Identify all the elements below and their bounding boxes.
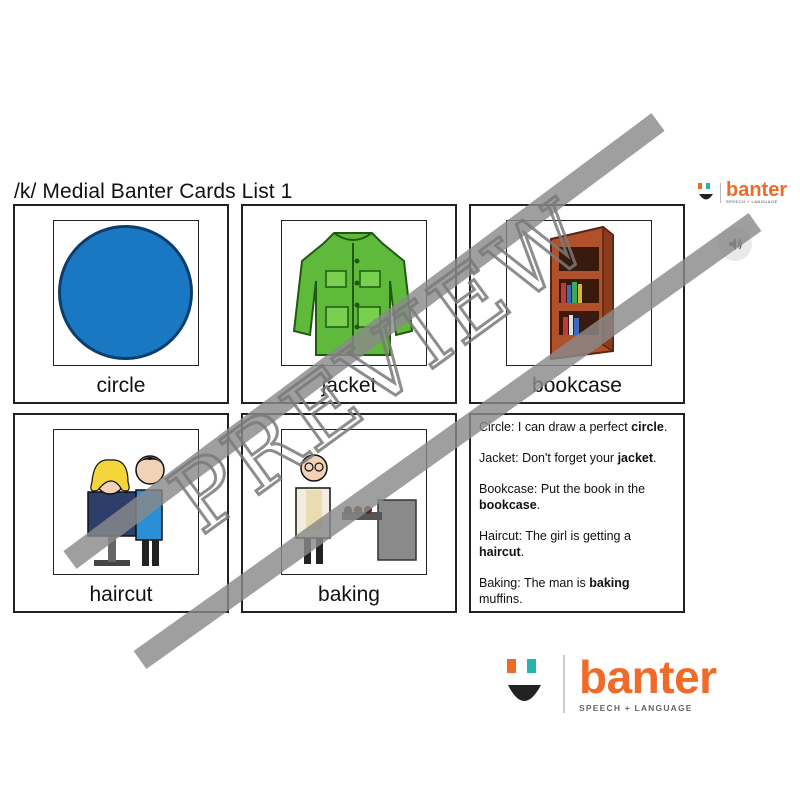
card-picture bbox=[53, 220, 199, 366]
banter-mark-icon bbox=[507, 659, 541, 701]
haircut-icon bbox=[87, 455, 165, 566]
audio-button[interactable] bbox=[718, 227, 752, 261]
brand-name: banter bbox=[579, 651, 717, 703]
card-picture bbox=[281, 429, 427, 575]
card-word: bookcase bbox=[532, 374, 622, 397]
sentence-bookcase: Bookcase: Put the book in the bookcase. bbox=[479, 482, 646, 512]
card-jacket: jacket bbox=[241, 204, 457, 404]
sentence-haircut: Haircut: The girl is getting a haircut. bbox=[479, 529, 631, 559]
card-picture bbox=[506, 220, 652, 366]
brand-name: banter bbox=[726, 179, 788, 201]
brand-tagline: SPEECH + LANGUAGE bbox=[579, 703, 693, 713]
logo-separator bbox=[720, 183, 721, 203]
baking-icon bbox=[295, 454, 417, 564]
speaker-icon bbox=[729, 238, 742, 250]
card-word: haircut bbox=[89, 583, 153, 606]
blue-circle-icon bbox=[58, 225, 193, 360]
card-word: circle bbox=[96, 374, 146, 397]
card-word: baking bbox=[318, 583, 380, 606]
logo-separator bbox=[563, 655, 565, 713]
card-picture bbox=[281, 220, 427, 366]
card-baking: baking bbox=[241, 413, 457, 613]
card-haircut: haircut bbox=[13, 413, 229, 613]
brand-logo-large: banter SPEECH + LANGUAGE bbox=[505, 651, 717, 713]
green-jacket-icon bbox=[292, 232, 414, 356]
bookcase-icon bbox=[550, 225, 614, 361]
sentence-baking: Baking: The man is baking muffins. bbox=[479, 576, 630, 606]
card-picture bbox=[53, 429, 199, 575]
card-word: jacket bbox=[321, 374, 377, 397]
sentences-card: Circle: I can draw a perfect circle. Jac… bbox=[469, 413, 685, 613]
banter-mark-icon bbox=[698, 183, 713, 200]
brand-tagline: SPEECH + LANGUAGE bbox=[726, 199, 778, 204]
page-title: /k/ Medial Banter Cards List 1 bbox=[14, 180, 293, 203]
brand-logo-small: banter SPEECH + LANGUAGE bbox=[697, 179, 788, 205]
sentence-jacket: Jacket: Don't forget your jacket. bbox=[479, 451, 657, 465]
sentence-circle: Circle: I can draw a perfect circle. bbox=[479, 420, 668, 434]
card-circle: circle bbox=[13, 204, 229, 404]
card-bookcase: bookcase bbox=[469, 204, 685, 404]
